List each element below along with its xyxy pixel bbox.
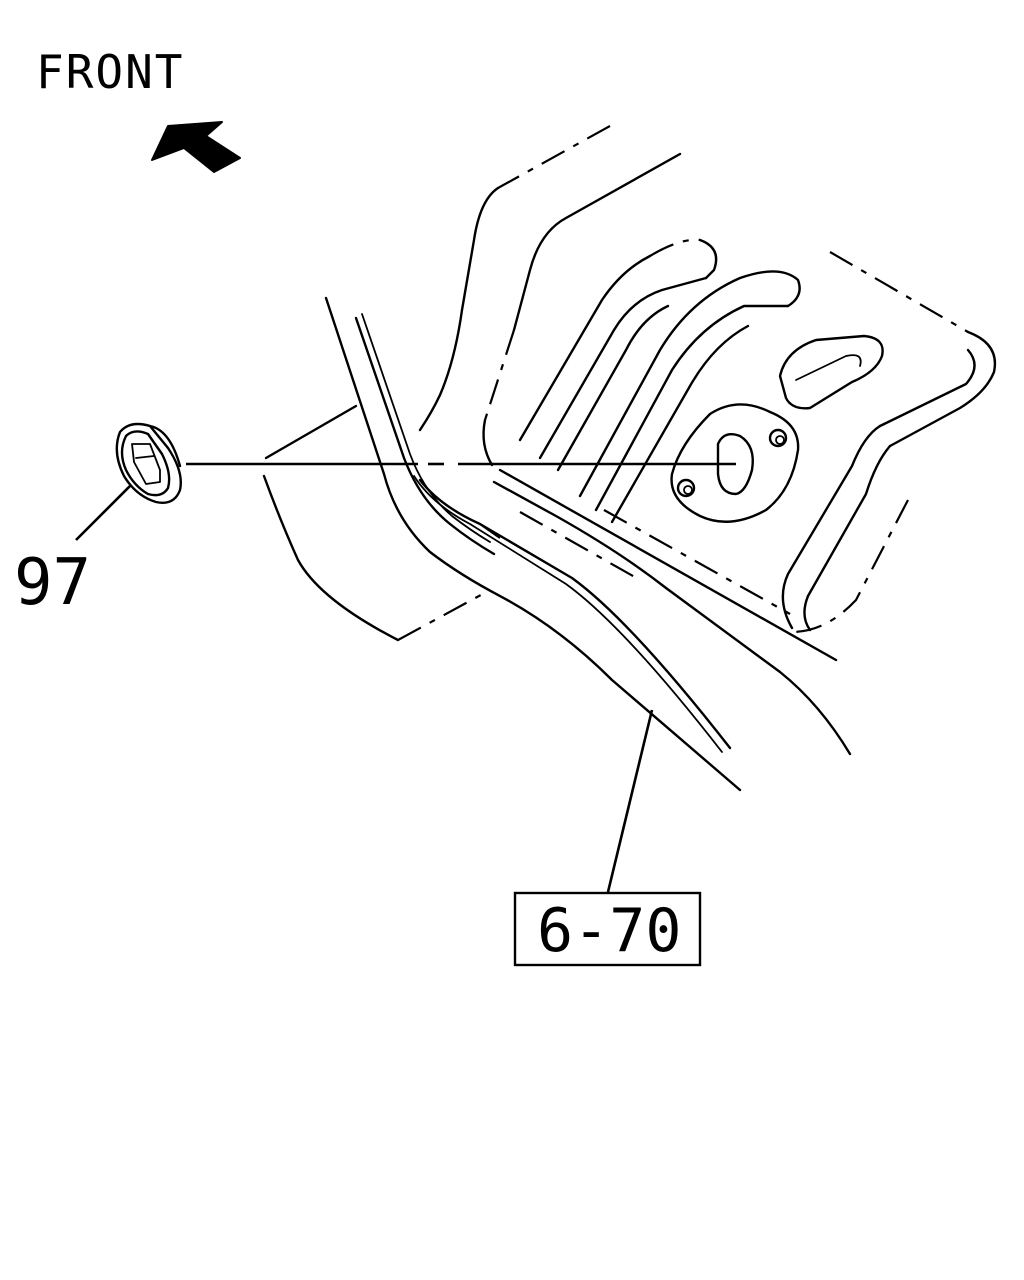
front-label: FRONT xyxy=(36,45,184,99)
reference-box[interactable] xyxy=(513,891,702,967)
grommet-icon[interactable] xyxy=(115,422,182,504)
part-number-leader xyxy=(75,485,131,541)
reference-number-label[interactable]: 6-70 xyxy=(537,896,682,966)
body-panel-structure xyxy=(262,125,997,792)
reference-leader xyxy=(606,709,654,893)
part-number-label[interactable]: 97 xyxy=(14,546,91,620)
arrow-left-up-icon xyxy=(151,121,241,173)
